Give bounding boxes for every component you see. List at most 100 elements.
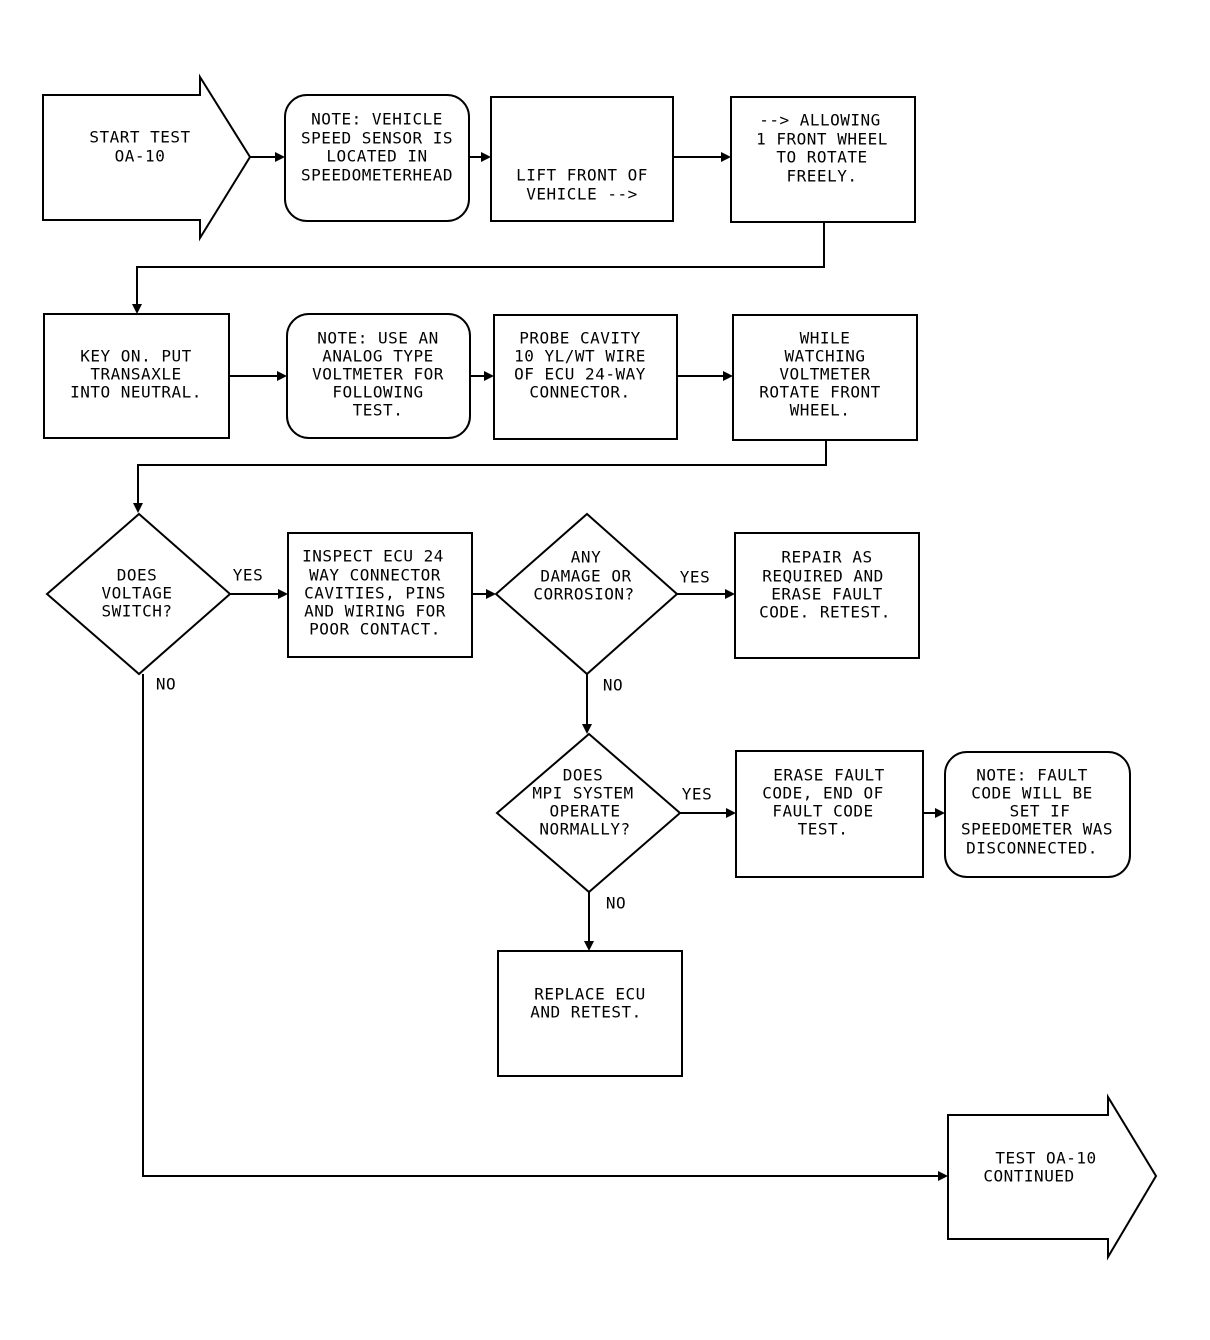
key-on-line: KEY ON. PUT: [80, 347, 191, 366]
process-box: [735, 750, 924, 878]
does-mpi-node: DOES MPI SYSTEM OPERATE NORMALLY?: [495, 732, 682, 894]
connector-allowing-to-keyon: [136, 222, 825, 305]
allowing-wheel-line: 1 FRONT WHEEL: [756, 130, 888, 149]
note-fault-code-line: CODE WILL BE: [971, 784, 1093, 803]
start-test-line: START TEST: [89, 128, 190, 147]
test-continued-node: TEST OA-10 CONTINUED: [947, 1093, 1158, 1261]
key-on-node: KEY ON. PUT TRANSAXLE INTO NEUTRAL.: [43, 313, 230, 439]
note-speed-sensor-line: SPEEDOMETERHEAD: [301, 166, 453, 185]
arrowhead: [721, 152, 731, 162]
note-speed-sensor-line: NOTE: VEHICLE: [311, 110, 443, 129]
any-damage-node: ANY DAMAGE OR CORROSION?: [494, 512, 679, 676]
inspect-ecu-line: AND WIRING FOR: [304, 602, 446, 621]
any-damage-line: DAMAGE OR: [540, 567, 631, 586]
erase-fault-node: ERASE FAULT CODE, END OF FAULT CODE TEST…: [735, 750, 924, 878]
replace-ecu-line: AND RETEST.: [530, 1003, 641, 1022]
inspect-ecu-line: INSPECT ECU 24: [302, 547, 444, 566]
erase-fault-line: CODE, END OF: [762, 784, 884, 803]
connectors: [132, 152, 948, 1181]
connector-while-to-voltage: [137, 440, 827, 504]
probe-cavity-line: 10 YL/WT WIRE: [514, 347, 646, 366]
note-speed-sensor-line: SPEED SENSOR IS: [301, 129, 453, 148]
note-fault-code-line: DISCONNECTED.: [966, 839, 1098, 858]
edge-labels: YES NO YES NO YES NO: [156, 566, 712, 913]
arrowhead: [725, 589, 735, 599]
note-speed-sensor-line: LOCATED IN: [326, 147, 427, 166]
while-watching-line: ROTATE FRONT: [759, 383, 881, 402]
replace-ecu-node: REPLACE ECU AND RETEST.: [497, 950, 683, 1077]
repair-line: REPAIR AS: [781, 548, 872, 567]
allowing-wheel-line: TO ROTATE: [776, 148, 867, 167]
process-box: [734, 532, 920, 659]
replace-ecu-line: REPLACE ECU: [534, 985, 645, 1004]
label-damage-yes: YES: [680, 568, 710, 587]
repair-line: CODE. RETEST.: [759, 603, 891, 622]
while-watching-line: WATCHING: [784, 347, 865, 366]
key-on-line: TRANSAXLE: [90, 365, 181, 384]
arrowhead: [275, 152, 285, 162]
any-damage-line: ANY: [571, 548, 601, 567]
arrowhead: [484, 371, 494, 381]
process-box: [497, 950, 683, 1077]
arrowhead: [938, 1171, 948, 1181]
while-watching-line: WHEEL.: [790, 401, 851, 420]
note-rounded-box: [944, 751, 1131, 878]
erase-fault-line: TEST.: [798, 820, 849, 839]
allowing-wheel-line: FREELY.: [787, 167, 858, 186]
repair-node: REPAIR AS REQUIRED AND ERASE FAULT CODE.…: [734, 532, 920, 659]
arrowhead: [278, 589, 288, 599]
decision-diamond: [494, 512, 679, 676]
process-box: [732, 314, 918, 441]
start-arrow-shape: [42, 73, 252, 242]
note-fault-code-line: NOTE: FAULT: [976, 766, 1087, 785]
repair-line: REQUIRED AND: [762, 567, 884, 586]
arrowhead: [723, 371, 733, 381]
lift-front-line: LIFT FRONT OF: [516, 166, 648, 185]
arrowhead: [481, 152, 491, 162]
process-box: [493, 314, 678, 440]
note-rounded-box: [284, 94, 470, 222]
note-speed-sensor-node: NOTE: VEHICLE SPEED SENSOR IS LOCATED IN…: [284, 94, 470, 222]
does-voltage-switch-node: DOES VOLTAGE SWITCH?: [45, 512, 232, 676]
erase-fault-line: ERASE FAULT: [773, 766, 884, 785]
start-test-line: OA-10: [115, 147, 166, 166]
note-voltmeter-line: TEST.: [353, 401, 404, 420]
process-box: [287, 532, 473, 658]
does-voltage-switch-line: DOES: [117, 566, 158, 585]
probe-cavity-line: CONNECTOR.: [529, 383, 630, 402]
label-damage-no: NO: [603, 676, 623, 695]
allowing-wheel-line: --> ALLOWING: [759, 111, 881, 130]
lift-front-node: LIFT FRONT OF VEHICLE -->: [490, 96, 674, 222]
arrowhead: [486, 589, 496, 599]
note-fault-code-line: SPEEDOMETER WAS: [961, 820, 1113, 839]
connector-voltage-no: [142, 674, 938, 1177]
inspect-ecu-line: CAVITIES, PINS: [304, 584, 446, 603]
while-watching-node: WHILE WATCHING VOLTMETER ROTATE FRONT WH…: [732, 314, 918, 441]
process-box: [43, 313, 230, 439]
arrowhead: [935, 808, 945, 818]
repair-line: ERASE FAULT: [771, 585, 882, 604]
does-mpi-line: OPERATE: [550, 802, 621, 821]
process-box: [730, 96, 916, 223]
start-test-node: START TEST OA-10: [42, 73, 252, 242]
inspect-ecu-line: WAY CONNECTOR: [309, 566, 441, 585]
note-voltmeter-line: VOLTMETER FOR: [312, 365, 444, 384]
note-voltmeter-node: NOTE: USE AN ANALOG TYPE VOLTMETER FOR F…: [286, 313, 471, 439]
inspect-ecu-line: POOR CONTACT.: [309, 620, 441, 639]
probe-cavity-line: OF ECU 24-WAY: [514, 365, 646, 384]
note-voltmeter-line: ANALOG TYPE: [322, 347, 433, 366]
label-voltage-yes: YES: [233, 566, 263, 585]
arrowhead: [584, 941, 594, 951]
probe-cavity-node: PROBE CAVITY 10 YL/WT WIRE OF ECU 24-WAY…: [493, 314, 678, 440]
erase-fault-line: FAULT CODE: [772, 802, 873, 821]
test-continued-line: TEST OA-10: [995, 1149, 1096, 1168]
label-voltage-no: NO: [156, 675, 176, 694]
label-mpi-yes: YES: [682, 785, 712, 804]
key-on-line: INTO NEUTRAL.: [70, 383, 202, 402]
continue-arrow-shape: [947, 1093, 1158, 1261]
note-rounded-box: [286, 313, 471, 439]
note-voltmeter-line: NOTE: USE AN: [317, 329, 439, 348]
lift-front-line: VEHICLE -->: [526, 185, 637, 204]
process-box: [490, 96, 674, 222]
